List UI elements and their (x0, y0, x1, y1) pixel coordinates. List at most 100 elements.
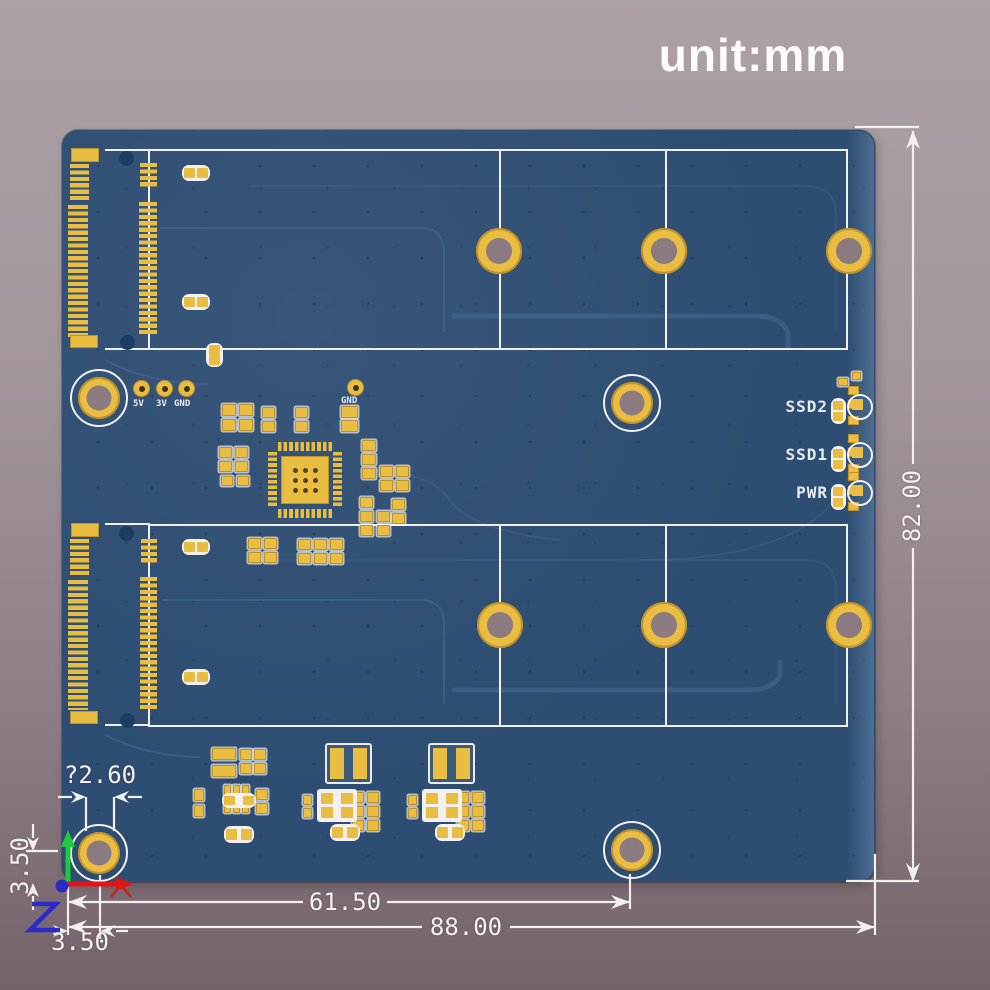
smd-pad (219, 447, 232, 458)
two-pad-component-vertical (206, 343, 223, 367)
smd-pad (235, 447, 248, 458)
connector-fingers (70, 539, 89, 575)
smd-pad (330, 553, 343, 564)
smd-pad (341, 406, 358, 418)
smd-pad (303, 808, 312, 818)
connector-fingers (140, 163, 157, 188)
chip-center-pad (281, 456, 329, 504)
smd-pad (367, 820, 379, 831)
smd-pad (239, 404, 253, 416)
smd-pad (298, 539, 311, 550)
smd-pad (392, 513, 405, 524)
smd-pad (212, 748, 236, 760)
smd-pad (212, 765, 236, 777)
two-pad-component (182, 669, 210, 685)
locating-hole (120, 335, 135, 350)
smd-pad (314, 553, 327, 564)
power-pad-label-gnd: GND (174, 399, 191, 409)
smd-pad (235, 461, 248, 472)
smd-pad (254, 763, 266, 774)
standoff-hole (641, 602, 687, 648)
smd-pad (194, 805, 204, 817)
smd-pad (330, 539, 343, 550)
smd-pad (377, 525, 390, 536)
smd-pad (360, 497, 373, 508)
connector-fingers (139, 202, 157, 336)
mounting-hole (603, 374, 661, 432)
via-pad (178, 380, 195, 397)
connector-fingers (140, 577, 157, 711)
dim-82-00-label: 82.00 (898, 469, 926, 543)
standoff-hole (476, 228, 522, 274)
led-label-ssd1: SSD1 (785, 445, 828, 464)
standoff-hole (477, 602, 523, 648)
connector-fingers (68, 580, 88, 710)
dim-3-50-horizontal-label: 3.50 (51, 928, 109, 956)
connector-endcap (71, 148, 99, 162)
smd-pad (221, 476, 233, 486)
four-pad-component (317, 789, 357, 822)
smd-pad (237, 476, 249, 486)
red-caret-mark (110, 883, 132, 898)
smd-pad (472, 792, 484, 803)
smd-pad (472, 820, 484, 831)
mounting-hole (70, 824, 128, 882)
smd-pad (194, 789, 204, 801)
connector-fingers (68, 205, 88, 337)
smd-pad (377, 511, 390, 522)
smd-pad (367, 806, 379, 817)
locating-hole (120, 713, 135, 728)
power-pad-label-3v: 3V (156, 399, 167, 409)
standoff-hole (826, 228, 872, 274)
connector-endcap (71, 523, 99, 537)
via-pad (347, 379, 364, 396)
smd-pad (254, 749, 266, 760)
led-label-ssd2: SSD2 (785, 397, 828, 416)
smd-pad (341, 420, 358, 432)
dim-88-00-label: 88.00 (429, 913, 503, 941)
two-pad-component (222, 793, 256, 808)
led-footprint (831, 434, 873, 478)
smd-pad (360, 525, 373, 536)
capacitor-footprint (428, 743, 475, 784)
led-footprint (831, 386, 873, 430)
smd-pad (362, 468, 376, 479)
via-pad (133, 380, 150, 397)
dim-3-50-vertical-label: 3.50 (6, 837, 34, 895)
smd-pad (222, 419, 236, 431)
gnd-pad-label: GND (341, 396, 358, 406)
smd-pad (303, 795, 312, 805)
dim-hole-diameter-label: ?2.60 (63, 761, 137, 789)
locating-hole (119, 526, 134, 541)
silkscreen-line (105, 149, 150, 152)
smd-pad (264, 538, 277, 549)
silkscreen-line (105, 523, 150, 526)
smd-pad (248, 538, 261, 549)
mounting-hole (603, 821, 661, 879)
smd-pad (239, 419, 253, 431)
main-chip (268, 442, 342, 518)
two-pad-component (182, 165, 210, 181)
smd-pad (264, 552, 277, 563)
smd-pad (396, 480, 409, 491)
smd-pad (298, 553, 311, 564)
smd-pad (222, 404, 236, 416)
led-footprint (831, 472, 873, 516)
smd-pad (240, 763, 252, 774)
smd-pad (360, 511, 373, 522)
smd-pad (392, 499, 405, 510)
smd-pad (380, 466, 393, 477)
smd-pad (408, 808, 417, 818)
smd-pad (219, 461, 232, 472)
smd-pad (852, 372, 861, 380)
capacitor-footprint (325, 743, 372, 784)
four-pad-component (422, 789, 462, 822)
smd-pad (314, 539, 327, 550)
smd-pad (396, 466, 409, 477)
unit-label: unit:mm (658, 29, 848, 81)
led-label-pwr: PWR (796, 483, 828, 502)
two-pad-component (182, 539, 210, 555)
power-pad-label-5v: 5V (133, 399, 144, 409)
smd-pad (262, 421, 275, 432)
